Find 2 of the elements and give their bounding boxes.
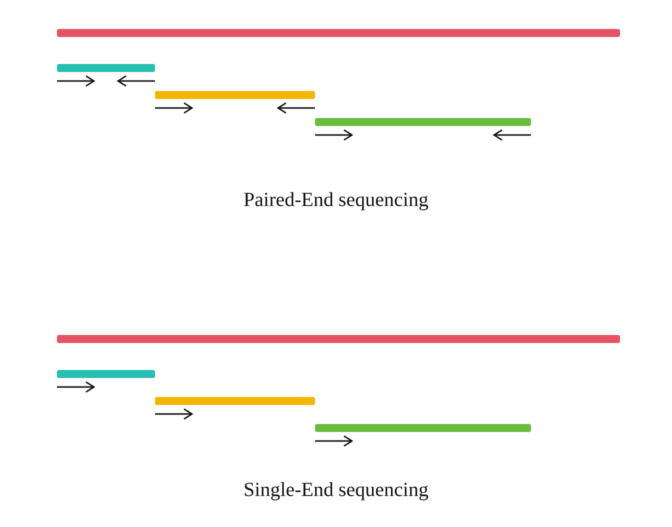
caption-text: Single-End sequencing [244,478,428,502]
caption-text: Paired-End sequencing [244,188,428,212]
